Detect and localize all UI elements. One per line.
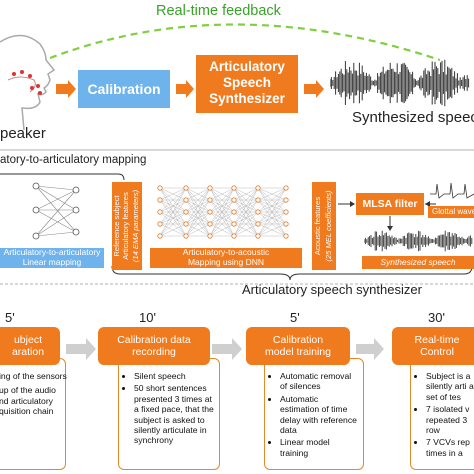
step-4-time: 30': [428, 310, 445, 325]
step-4-panel: Subject is a silently arti a set of tes …: [410, 358, 474, 470]
step-1-item-2: up of the audio nd articulatory quisitio…: [0, 385, 56, 417]
a2ac-box: Articulatory-to-acoustic Mapping using D…: [150, 247, 302, 268]
synthesizer-box: Articulatory Speech Synthesizer: [196, 55, 298, 113]
acoustic-features-box: [312, 182, 336, 270]
ref-subject-line-3: (14 EMA parameters): [130, 189, 140, 263]
step-1-item-1: ing of the sensors: [0, 371, 67, 381]
synth-label-2: Speech: [222, 75, 272, 90]
a2ac-label: Articulatory-to-acoustic: [182, 247, 270, 257]
speaker-label: peaker: [0, 125, 46, 142]
step-1-header-line-2: aration: [11, 346, 45, 358]
step-4-item-3: 7 VCVs rep times in a: [426, 437, 474, 458]
a2a-sub: Linear mapping: [22, 256, 82, 267]
calibration-label: Calibration: [87, 81, 161, 97]
synth-label-1: Articulatory: [209, 59, 285, 74]
reference-subject-text: Reference subject Articulatory features …: [112, 182, 142, 270]
glottal-wave: [430, 182, 474, 199]
acoustic-features-text: Acoustic features (25 MEL coefficients): [312, 182, 336, 270]
step-4-item-2: 7 isolated v repeated 3 row: [426, 404, 474, 435]
step-1-panel: ing of the sensors up of the audio nd ar…: [0, 358, 67, 470]
feedback-arc: [49, 23, 441, 62]
synth-label-3: Synthesizer: [209, 91, 285, 106]
a2a-label: Articulatory-to-articulatory: [3, 247, 101, 257]
step-2-header-line-1: Calibration data: [117, 333, 191, 346]
step-2-item-2: 50 short sentences presented 3 times at …: [134, 383, 214, 445]
step-4-header-line-1: Real-time: [414, 333, 460, 346]
dnn-diagram: [157, 185, 289, 239]
mapping-title: atory-to-articulatory mapping: [0, 154, 147, 166]
mlsa-arrows: [338, 201, 436, 231]
step-2-header-line-2: recording: [132, 346, 176, 358]
step-3-item-1: Automatic removal of silences: [280, 371, 358, 392]
a2ac-sub: Mapping using DNN: [187, 256, 265, 267]
calibration-box: Calibration: [78, 70, 170, 108]
step-3-item-3: Linear model training: [280, 437, 358, 458]
step-3-time: 5': [290, 310, 300, 325]
ref-subject-line-2: Articulatory features: [121, 192, 131, 260]
step-3-item-2: Automatic estimation of time delay with …: [280, 394, 358, 436]
step-1-header-line-1: ubject: [13, 333, 42, 346]
synth-speech-box: Synthesized speech: [362, 256, 474, 269]
synth-speech-label: Synthesized speech: [380, 257, 456, 267]
acoustic-line-2: (25 MEL coefficients): [324, 190, 333, 262]
a2a-box: Articulatory-to-articulatory Linear mapp…: [0, 247, 104, 268]
synthesized-speech-label: Synthesized speec: [352, 109, 474, 126]
ref-subject-line-1: Reference subject: [112, 195, 121, 257]
step-2-panel: Silent speech 50 short sentences present…: [118, 358, 220, 470]
step-2-header: Calibration data recording: [98, 327, 210, 365]
step-3-panel: Automatic removal of silences Automatic …: [264, 358, 364, 470]
speaker-head-illustration: [0, 34, 56, 130]
speech-waveform-top: [330, 59, 470, 107]
step-1-time: 5': [5, 310, 15, 325]
step-3-header-line-2: model training: [265, 346, 331, 358]
glottal-label: Glottal wave: [432, 207, 474, 216]
step-4-item-1: Subject is a silently arti a set of tes: [426, 371, 474, 402]
step-3-header-line-1: Calibration: [272, 333, 324, 346]
flow-arrows-top: [56, 80, 324, 98]
acoustic-line-1: Acoustic features: [313, 196, 322, 256]
mlsa-label: MLSA filter: [362, 198, 418, 210]
synth-caption: Articulatory speech synthesizer: [242, 282, 422, 297]
section-divider: [0, 149, 474, 285]
glottal-box: Glottal wave: [428, 206, 474, 218]
step-arrows: [66, 338, 384, 360]
mlsa-filter-box: MLSA filter: [356, 193, 424, 215]
step-1-header: ubject aration: [0, 327, 60, 365]
reference-subject-box: [112, 182, 142, 270]
step-4-header: Real-time Control: [392, 327, 474, 365]
speech-waveform-middle: [364, 230, 473, 252]
step-3-header: Calibration model training: [246, 327, 350, 365]
linear-network-diagram: [32, 182, 80, 240]
step-2-item-1: Silent speech: [134, 371, 214, 381]
step-4-header-line-2: Control: [420, 346, 454, 358]
feedback-label: Real-time feedback: [156, 3, 281, 19]
step-2-time: 10': [139, 310, 156, 325]
